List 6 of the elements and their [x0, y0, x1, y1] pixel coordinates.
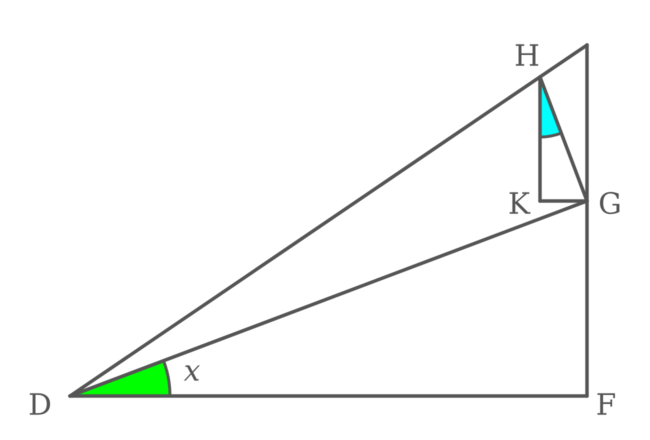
point-label: F	[597, 393, 615, 415]
point-label: D	[30, 393, 50, 415]
point-label: H	[516, 44, 538, 66]
point-label: K	[510, 192, 530, 214]
point-label: G	[600, 192, 620, 214]
angle-label: x	[184, 365, 200, 381]
